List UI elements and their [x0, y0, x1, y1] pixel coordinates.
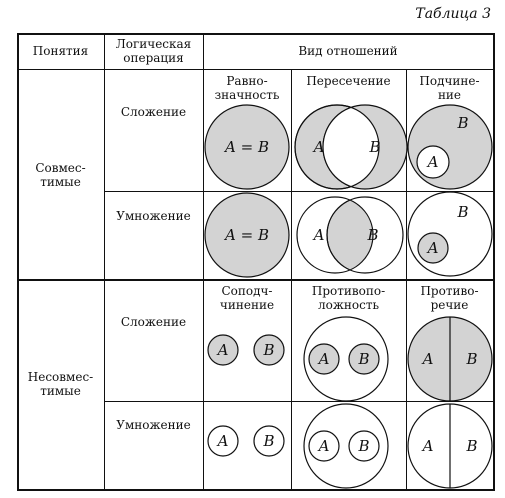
venn-label: A	[421, 350, 434, 368]
grid-line	[17, 279, 495, 281]
header-relations: Вид отношений	[298, 44, 398, 58]
relation-equivalence: Равно- значность	[203, 74, 291, 102]
header-operation-line2: операция	[123, 51, 184, 65]
grid-line	[17, 489, 495, 491]
venn-label: B	[262, 432, 274, 450]
venn-label: A	[421, 437, 434, 455]
group-incompatible-line1: Несовмес-	[27, 370, 94, 384]
grid-line	[406, 69, 407, 489]
venn-circle-b	[348, 343, 380, 375]
venn-circle-a	[308, 343, 340, 375]
venn-label: B	[456, 203, 468, 221]
grid-line	[17, 33, 19, 491]
relation-opposition: Противопо- ложность	[291, 284, 406, 312]
grid-line	[493, 33, 495, 491]
venn-circle-a	[416, 145, 450, 179]
venn-circle-b	[253, 425, 285, 457]
venn-label: A	[312, 226, 325, 244]
relation-intersection: Пересечение	[291, 74, 406, 88]
header-concepts: Понятия	[32, 44, 89, 58]
venn-outer-circle	[303, 403, 389, 489]
venn-label: B	[368, 138, 380, 156]
venn-label: B	[456, 114, 468, 132]
relation-contradiction: Противо- речие	[406, 284, 493, 312]
relation-coordination-line2: чинение	[219, 298, 275, 312]
group-compatible-line2: тимые	[40, 175, 81, 189]
venn-intersection	[322, 105, 379, 189]
venn-circle-b	[348, 430, 380, 462]
group-compatible: Совмес- тимые	[17, 161, 104, 189]
group-compatible-line1: Совмес-	[35, 161, 86, 175]
venn-outer-circle	[303, 316, 389, 402]
relation-equivalence-line1: Равно-	[226, 74, 268, 88]
header-operation: Логическая операция	[104, 37, 203, 65]
operation-label: Умножение	[116, 209, 191, 223]
venn-label: A	[312, 138, 325, 156]
venn-label: A	[426, 153, 439, 171]
group-incompatible: Несовмес- тимые	[17, 370, 104, 398]
relations-table: Понятия Логическая операция Вид отношени…	[17, 33, 495, 491]
grid-line	[104, 401, 495, 402]
relation-opposition-line2: ложность	[317, 298, 379, 312]
relation-equivalence-line2: значность	[214, 88, 280, 102]
group-incompatible-line2: тимые	[40, 384, 81, 398]
venn-label: A = B	[223, 226, 269, 244]
venn-diagrams: A = B A B B A A = B A B B A	[204, 104, 493, 489]
venn-label: A = B	[223, 138, 269, 156]
venn-circle-a-outline	[294, 104, 380, 190]
venn-label: A	[317, 437, 330, 455]
relation-intersection-line1: Пересечение	[306, 74, 391, 88]
venn-circle-equal	[204, 104, 290, 190]
venn-circle-b	[253, 334, 285, 366]
venn-label: A	[317, 350, 330, 368]
operation-label: Сложение	[120, 315, 187, 329]
relation-opposition-line1: Противопо-	[311, 284, 386, 298]
grid-line	[291, 69, 292, 489]
grid-line	[104, 33, 105, 491]
venn-label: A	[216, 432, 229, 450]
venn-circle-equal	[204, 192, 290, 278]
relation-contradiction-line1: Противо-	[420, 284, 479, 298]
header-operation-line1: Логическая	[115, 37, 192, 51]
relation-subordination-line1: Подчине-	[419, 74, 480, 88]
relation-coordination: Соподч- чинение	[203, 284, 291, 312]
venn-label: B	[465, 350, 477, 368]
venn-label: A	[216, 341, 229, 359]
venn-circle-b	[407, 191, 493, 277]
venn-circle-a	[308, 430, 340, 462]
venn-label: B	[357, 350, 369, 368]
relation-subordination: Подчине- ние	[406, 74, 493, 102]
relation-contradiction-line2: речие	[430, 298, 469, 312]
venn-label: A	[426, 239, 439, 257]
venn-circle-a	[207, 425, 239, 457]
relation-coordination-line1: Соподч-	[221, 284, 273, 298]
table-caption: Таблица 3	[415, 6, 491, 22]
venn-circle-a	[417, 232, 449, 264]
relation-subordination-line2: ние	[437, 88, 462, 102]
venn-circle-a	[296, 196, 374, 274]
operation-label: Умножение	[116, 418, 191, 432]
venn-circle-a	[207, 334, 239, 366]
grid-line	[203, 33, 204, 491]
venn-label: B	[357, 437, 369, 455]
operation-label: Сложение	[120, 105, 187, 119]
venn-label: B	[465, 437, 477, 455]
grid-line	[104, 191, 495, 192]
venn-label: B	[366, 226, 378, 244]
grid-line	[17, 69, 495, 70]
venn-circle-b	[326, 196, 404, 274]
venn-label: B	[262, 341, 274, 359]
grid-line	[17, 33, 495, 35]
venn-circle-b	[407, 104, 493, 190]
